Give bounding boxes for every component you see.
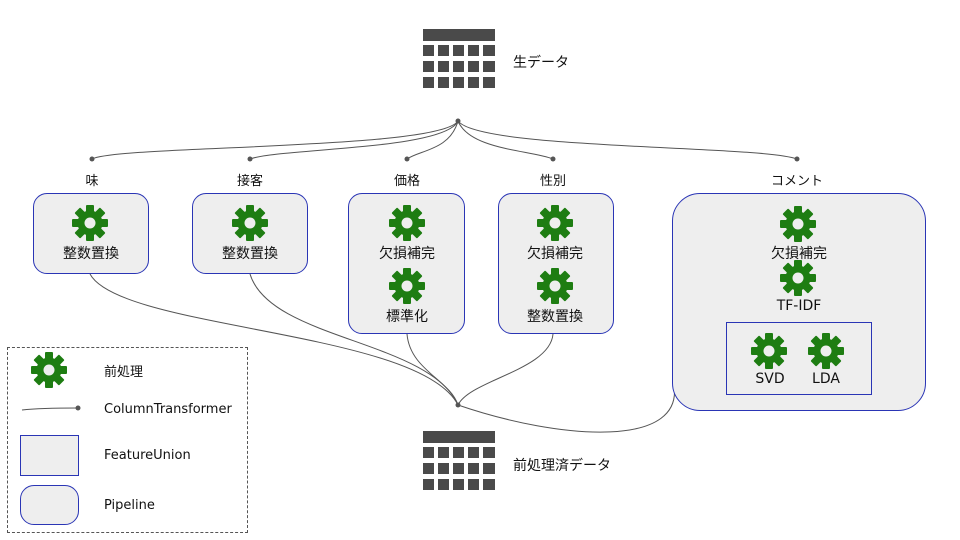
- column-label-price: 価格: [393, 174, 421, 189]
- wire-raw-to-service: [249, 120, 459, 160]
- legend-pipeline-label: Pipeline: [104, 498, 155, 513]
- processed-data-label: 前処理済データ: [513, 458, 611, 474]
- gear-icon: [780, 260, 816, 296]
- raw-data-table-icon: [423, 29, 495, 88]
- legend: [7, 347, 248, 533]
- step-label: 欠損補完: [527, 246, 583, 262]
- legend-wire-sample: [21, 405, 81, 411]
- gear-icon: [389, 205, 425, 241]
- wire-raw-to-gender: [457, 120, 554, 160]
- wire-raw-to-comment: [457, 120, 798, 160]
- step-label: 整数置換: [527, 309, 583, 325]
- legend-pipeline-sample: [20, 485, 79, 525]
- gear-icon: [751, 333, 787, 369]
- gear-icon: [537, 268, 573, 304]
- legend-column-transformer-label: ColumnTransformer: [104, 402, 232, 417]
- column-label-taste: 味: [85, 174, 99, 189]
- column-label-service: 接客: [236, 174, 264, 189]
- raw-data-label: 生データ: [513, 55, 569, 71]
- processed-data-table-icon: [423, 431, 495, 490]
- gear-icon: [31, 352, 67, 388]
- column-label-gender: 性別: [539, 174, 567, 189]
- gear-icon: [537, 205, 573, 241]
- step-label: TF-IDF: [776, 298, 822, 314]
- legend-feature-union-label: FeatureUnion: [104, 448, 191, 463]
- step-label: 欠損補完: [771, 246, 827, 262]
- legend-preprocess-label: 前処理: [104, 365, 144, 380]
- column-label-comment: コメント: [770, 174, 824, 189]
- gear-icon: [72, 205, 108, 241]
- wire-comment-to-out: [457, 379, 675, 433]
- wire-raw-to-taste: [91, 120, 459, 160]
- union-step-label: SVD: [755, 371, 785, 387]
- wire-price-to-out: [406, 333, 459, 406]
- wire-taste-to-out: [89, 273, 459, 406]
- wire-raw-to-price: [406, 120, 459, 160]
- gear-icon: [780, 206, 816, 242]
- legend-feature-union-sample: [20, 435, 79, 476]
- feature-union-comment: [726, 322, 872, 395]
- union-step-label: LDA: [812, 371, 840, 387]
- step-label: 標準化: [386, 309, 428, 325]
- gear-icon: [232, 205, 268, 241]
- gear-icon: [808, 333, 844, 369]
- step-label: 整数置換: [222, 246, 278, 262]
- gear-icon: [389, 268, 425, 304]
- step-label: 欠損補完: [379, 246, 435, 262]
- wire-gender-to-out: [457, 333, 554, 406]
- step-label: 整数置換: [63, 246, 119, 262]
- pipeline-gender: [498, 193, 614, 334]
